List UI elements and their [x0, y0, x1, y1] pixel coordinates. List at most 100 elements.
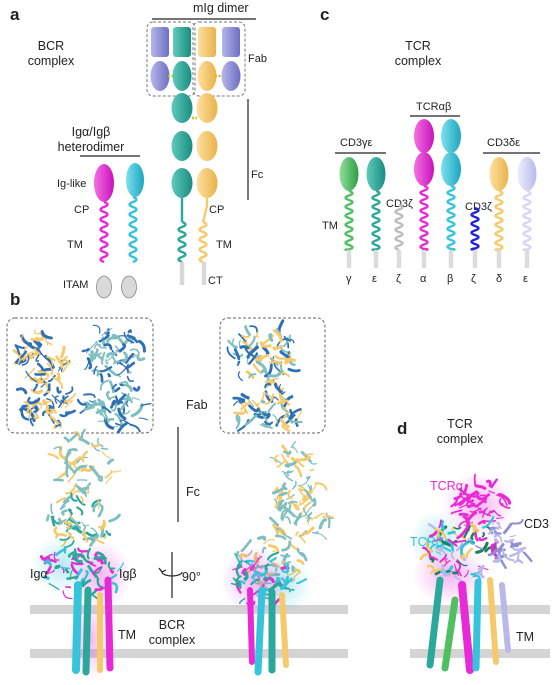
ribbon-strand	[91, 352, 102, 363]
ribbon-strand	[80, 428, 86, 441]
ribbon-strand	[43, 560, 53, 566]
ribbon-strand	[57, 419, 62, 424]
ribbon-strand	[31, 401, 42, 408]
tm-label-b: TM	[118, 628, 136, 642]
ribbon-strand	[291, 480, 297, 490]
ribbon-strand	[73, 548, 78, 560]
ribbon-strand	[459, 541, 469, 556]
ribbon-strand	[83, 405, 95, 411]
ribbon-strand	[497, 522, 502, 530]
tm-left-label: TM	[67, 239, 83, 251]
ribbon-strand	[239, 345, 250, 350]
ribbon-strand	[244, 346, 256, 358]
ribbon-strand	[450, 509, 463, 515]
ribbon-strand	[298, 534, 306, 544]
ribbon-strand	[248, 335, 256, 347]
chain-zeta-2: ζ	[471, 273, 476, 285]
ribbon-strand	[297, 410, 303, 422]
ribbon-strand	[35, 354, 40, 362]
ribbon-strand	[439, 538, 452, 547]
ribbon-strand	[455, 542, 464, 552]
ribbon-strand	[240, 399, 251, 409]
ribbon-strand	[276, 399, 289, 405]
ribbon-strand	[305, 475, 311, 481]
ribbon-strand	[15, 387, 28, 395]
ribbon-strand	[106, 352, 116, 358]
ribbon-strand	[249, 325, 258, 333]
ribbon-strand	[251, 570, 260, 579]
ribbon-strand	[496, 494, 508, 507]
ribbon-strand	[429, 555, 439, 561]
ribbon-strand	[48, 583, 60, 591]
ribbon-strand	[465, 493, 473, 506]
light-chain-vl-right	[222, 27, 240, 57]
ribbon-strand	[32, 383, 39, 392]
ribbon-strand	[226, 346, 236, 360]
cd3-epsilon-domain-2	[517, 157, 537, 191]
ribbon-strand	[107, 372, 112, 378]
ribbon-strand	[68, 508, 73, 515]
ribbon-strand	[21, 355, 30, 366]
ribbon-strand	[23, 401, 30, 414]
ribbon-strand	[280, 509, 288, 520]
ribbon-strand	[116, 363, 129, 376]
ribbon-strand	[513, 551, 520, 564]
ribbon-strand	[126, 399, 129, 407]
tm-right-label: TM	[216, 239, 232, 251]
ribbon-strand	[260, 400, 266, 404]
chain-epsilon-1: ε	[372, 273, 377, 285]
tm-helix-c-1	[344, 189, 354, 252]
ribbon-strand	[486, 479, 492, 488]
ribbon-strand	[481, 515, 495, 529]
ribbon-strand	[477, 493, 491, 501]
ribbon-strand	[278, 491, 288, 497]
ribbon-strand	[40, 330, 53, 340]
tm-helix-cylinder	[104, 576, 114, 672]
tcr-structure	[410, 473, 533, 674]
ribbon-strand	[259, 341, 272, 348]
ribbon-strand	[83, 393, 96, 399]
ribbon-strand	[46, 398, 55, 410]
ribbon-strand	[240, 393, 250, 400]
ribbon-strand	[123, 383, 133, 393]
ribbon-strand	[238, 398, 246, 404]
tcrb-label-d: TCRβ	[410, 535, 443, 549]
ribbon-strand	[277, 529, 284, 535]
iga-itam	[96, 275, 112, 299]
ribbon-strand	[109, 569, 115, 574]
ribbon-strand	[81, 347, 90, 353]
ribbon-strand	[256, 353, 270, 362]
ribbon-strand	[45, 405, 53, 415]
ribbon-strand	[33, 404, 39, 414]
ribbon-strand	[300, 532, 308, 537]
ribbon-strand	[118, 380, 129, 386]
fab-label-b: Fab	[186, 398, 208, 412]
ribbon-strand	[126, 375, 134, 383]
ribbon-strand	[62, 361, 72, 373]
ribbon-strand	[258, 354, 263, 358]
ribbon-strand	[82, 527, 86, 536]
ribbon-strand	[70, 492, 78, 502]
ribbon-strand	[111, 400, 117, 405]
ribbon-strand	[477, 565, 489, 570]
ribbon-strand	[302, 507, 312, 519]
ribbon-strand	[46, 362, 54, 376]
ribbon-strand	[276, 459, 287, 468]
cd3z-label-2: CD3ζ	[465, 201, 492, 213]
ribbon-strand	[274, 354, 287, 360]
ribbon-strand	[488, 490, 495, 494]
cd3-label-d: CD3	[524, 517, 549, 531]
ribbon-strand	[274, 495, 283, 509]
ribbon-strand	[69, 517, 77, 523]
bcr-structure-side	[221, 319, 335, 676]
ribbon-strand	[439, 520, 445, 531]
ribbon-strand	[140, 402, 152, 407]
ribbon-strand	[30, 406, 37, 411]
ribbon-strand	[290, 456, 301, 463]
ribbon-strand	[238, 560, 250, 565]
ribbon-strand	[65, 386, 74, 395]
heavy-chain-vh-left	[173, 27, 191, 57]
ribbon-strand	[49, 415, 62, 429]
